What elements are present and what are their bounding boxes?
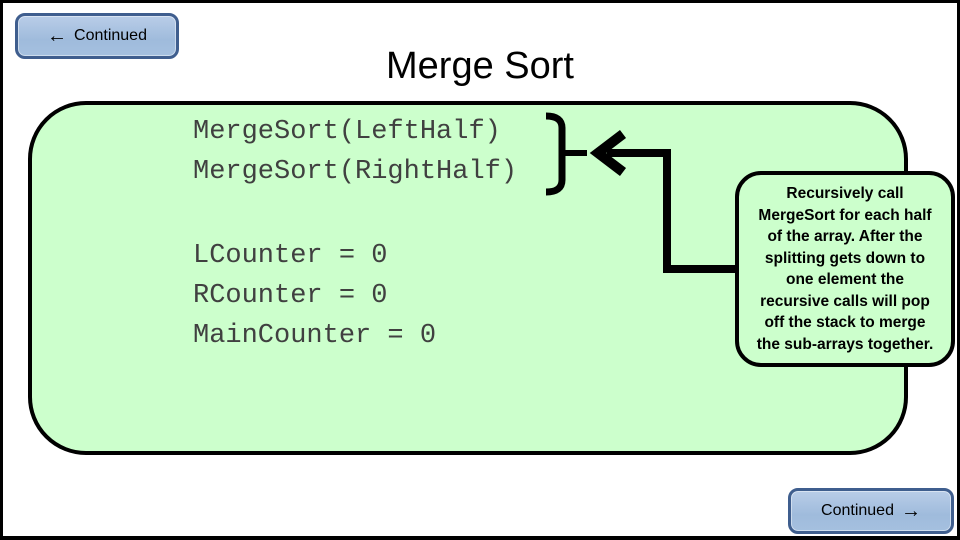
continued-back-button[interactable]: ← Continued [15,13,179,59]
left-arrow-icon: ← [47,25,68,47]
continued-next-label: Continued [821,502,894,519]
code-block-recursive-calls: MergeSort(LeftHalf) MergeSort(RightHalf) [193,112,517,192]
code-line: MergeSort(LeftHalf) [193,117,501,147]
callout-note-text: Recursively call MergeSort for each half… [756,185,934,353]
continued-next-button[interactable]: Continued → [788,488,954,534]
continued-back-label: Continued [74,27,147,44]
right-arrow-icon: → [900,500,921,522]
code-block-counters: LCounter = 0 RCounter = 0 MainCounter = 0 [193,236,436,356]
code-line: RCounter = 0 [193,281,388,311]
slide-title: Merge Sort [386,45,574,87]
code-line: MainCounter = 0 [193,321,437,351]
code-line: MergeSort(RightHalf) [193,157,518,187]
callout-note: Recursively call MergeSort for each half… [735,171,955,367]
code-line: LCounter = 0 [193,241,388,271]
